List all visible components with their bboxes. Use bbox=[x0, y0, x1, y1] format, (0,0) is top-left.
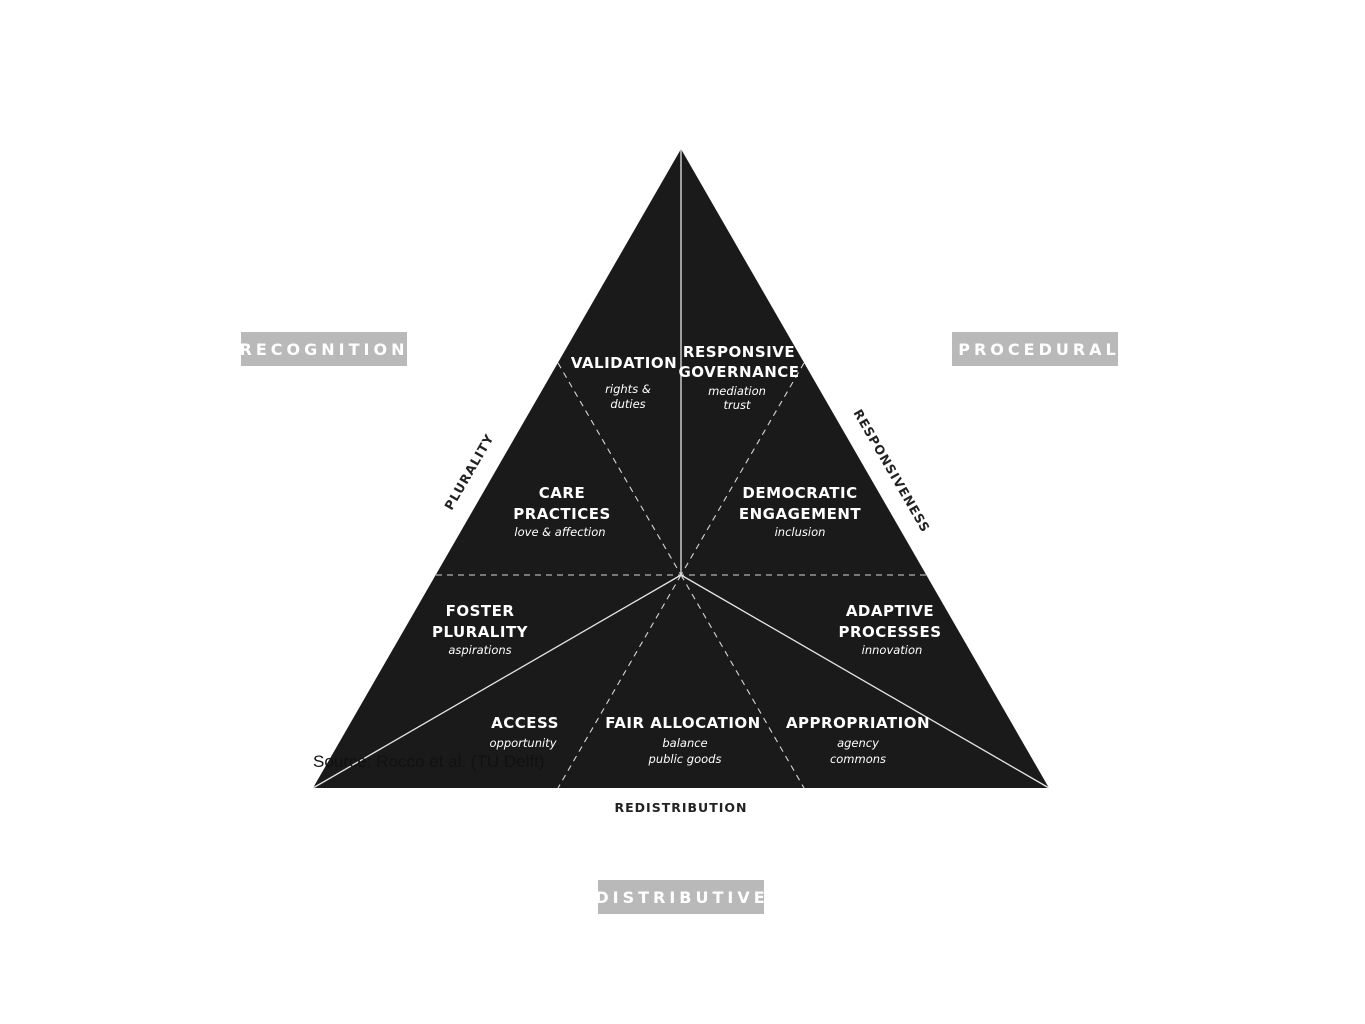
category-recognition-box bbox=[241, 332, 407, 366]
edge-label-redistribution: REDISTRIBUTION bbox=[615, 800, 748, 815]
category-distributive-label: DISTRIBUTIVE bbox=[595, 888, 768, 907]
segment-adaptive-processes: ADAPTIVE PROCESSES innovation bbox=[838, 602, 941, 657]
segment-care-practices-title-1: CARE bbox=[539, 484, 585, 502]
segment-democratic-engagement-sub: inclusion bbox=[775, 525, 826, 539]
segment-foster-plurality-title-1: FOSTER bbox=[446, 602, 515, 620]
segment-appropriation: APPROPRIATION agency commons bbox=[786, 714, 930, 766]
segment-appropriation-title: APPROPRIATION bbox=[786, 714, 930, 732]
segment-appropriation-sub-2: commons bbox=[830, 752, 886, 766]
category-procedural-box bbox=[952, 332, 1118, 366]
segment-foster-plurality-sub: aspirations bbox=[448, 643, 511, 657]
dashed-right-mid bbox=[680, 362, 805, 576]
segment-fair-allocation: FAIR ALLOCATION balance public goods bbox=[605, 714, 761, 766]
segment-foster-plurality: FOSTER PLURALITY aspirations bbox=[432, 602, 529, 657]
segment-validation-title: VALIDATION bbox=[571, 354, 677, 372]
segment-democratic-engagement: DEMOCRATIC ENGAGEMENT inclusion bbox=[739, 484, 862, 539]
segment-access: ACCESS opportunity bbox=[490, 714, 559, 750]
source-note: Source: Rocco et al. (TU Delft) bbox=[313, 752, 545, 771]
segment-foster-plurality-title-2: PLURALITY bbox=[432, 623, 529, 641]
divider-lower-right bbox=[680, 574, 1050, 789]
segment-validation-sub-2: duties bbox=[610, 397, 645, 411]
category-procedural-label: PROCEDURAL bbox=[958, 340, 1120, 359]
segment-access-title: ACCESS bbox=[491, 714, 559, 732]
segment-fair-allocation-title: FAIR ALLOCATION bbox=[605, 714, 761, 732]
segment-care-practices-title-2: PRACTICES bbox=[513, 505, 611, 523]
category-recognition: RECOGNITION bbox=[240, 332, 409, 366]
segment-appropriation-sub-1: agency bbox=[837, 736, 879, 750]
dashed-bottom-left bbox=[557, 574, 682, 789]
solid-dividers bbox=[312, 149, 1050, 789]
category-distributive-box bbox=[598, 880, 764, 914]
category-distributive: DISTRIBUTIVE bbox=[595, 880, 768, 914]
segment-responsive-governance-title-1: RESPONSIVE bbox=[683, 343, 795, 361]
category-recognition-label: RECOGNITION bbox=[240, 340, 409, 359]
divider-lower-left bbox=[312, 574, 682, 789]
segment-fair-allocation-sub-1: balance bbox=[662, 736, 707, 750]
category-procedural: PROCEDURAL bbox=[952, 332, 1120, 366]
segment-democratic-engagement-title-1: DEMOCRATIC bbox=[742, 484, 857, 502]
segment-democratic-engagement-title-2: ENGAGEMENT bbox=[739, 505, 862, 523]
segment-care-practices-sub: love & affection bbox=[514, 525, 605, 539]
segment-responsive-governance: RESPONSIVE GOVERNANCE mediation trust bbox=[678, 343, 799, 412]
segment-responsive-governance-sub-1: mediation bbox=[708, 384, 766, 398]
dashed-bottom-right bbox=[680, 574, 805, 789]
segment-fair-allocation-sub-2: public goods bbox=[648, 752, 722, 766]
dashed-left-mid bbox=[557, 362, 682, 576]
segment-validation-sub-1: rights & bbox=[605, 382, 651, 396]
segment-adaptive-processes-title-1: ADAPTIVE bbox=[846, 602, 934, 620]
segment-access-sub: opportunity bbox=[490, 736, 557, 750]
segment-validation: VALIDATION rights & duties bbox=[571, 354, 677, 411]
segment-adaptive-processes-title-2: PROCESSES bbox=[838, 623, 941, 641]
segment-responsive-governance-title-2: GOVERNANCE bbox=[678, 363, 799, 381]
segment-responsive-governance-sub-2: trust bbox=[723, 398, 751, 412]
segment-adaptive-processes-sub: innovation bbox=[862, 643, 923, 657]
segment-care-practices: CARE PRACTICES love & affection bbox=[513, 484, 611, 539]
dashed-dividers bbox=[436, 362, 926, 789]
